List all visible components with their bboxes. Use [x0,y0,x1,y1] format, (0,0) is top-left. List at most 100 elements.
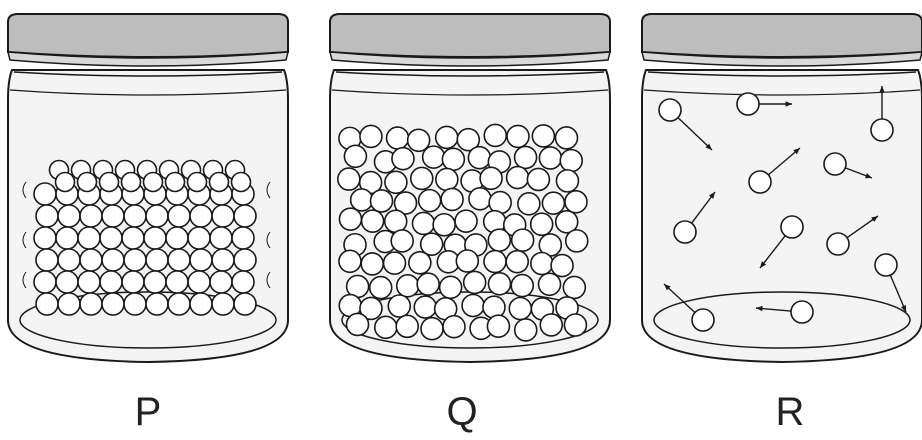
particle [385,171,407,193]
particle [565,191,587,213]
jar-body [642,70,922,362]
particle [80,293,102,315]
particle [56,227,78,249]
particle [375,316,397,338]
particle [468,147,490,169]
particle [36,249,58,271]
particle [436,126,458,148]
particle [34,183,56,205]
particle [80,205,102,227]
particle [443,316,465,338]
particle [190,205,212,227]
particle [34,271,56,293]
jar-lid [8,14,288,57]
particle [511,275,533,297]
particle [78,271,100,293]
particle [692,309,714,331]
particle [564,314,586,336]
particle [392,148,414,170]
jar-r [642,14,922,362]
particle [58,249,80,271]
jar-label-p: P [108,388,188,436]
particle [488,273,510,295]
particle [124,249,146,271]
particle [360,125,382,147]
particle [387,127,409,149]
particle [344,145,366,167]
particle [102,249,124,271]
particle [58,293,80,315]
particle [527,168,549,190]
particle [456,250,478,272]
particle [146,249,168,271]
particle [563,276,585,298]
particle [188,271,210,293]
particle [78,227,100,249]
particle [540,314,562,336]
particle [484,251,506,273]
particle [124,293,146,315]
particle [515,319,537,341]
particle [532,125,554,147]
jar-q [330,14,610,362]
particle [397,275,419,297]
particle [168,249,190,271]
particle [409,252,431,274]
particle [423,146,445,168]
particle [188,173,207,192]
particle [212,249,234,271]
particle [351,189,373,211]
particle [507,167,529,189]
particle [462,294,484,316]
particle [100,271,122,293]
particle [36,293,58,315]
particle [210,271,232,293]
jar-lid [330,14,610,57]
particle [234,249,256,271]
particle [146,205,168,227]
particle [34,227,56,249]
particle [144,173,163,192]
particle [506,251,528,273]
particle [384,252,406,274]
particle [124,205,146,227]
particle [791,301,813,323]
particle [555,127,577,149]
particle [551,255,573,277]
particle [347,313,369,335]
particle [370,277,392,299]
particle [542,192,564,214]
particle [455,210,477,232]
particle [100,227,122,249]
particle [464,271,486,293]
jar-label-q: Q [422,388,502,436]
particle [166,173,185,192]
particle [539,147,561,169]
particle [871,119,893,141]
particle [512,229,534,251]
particle [122,173,141,192]
particle [441,188,463,210]
particle [36,205,58,227]
particle [232,173,251,192]
particle [414,296,436,318]
particle [419,190,441,212]
particle [385,210,407,232]
particle [232,271,254,293]
particle [146,293,168,315]
particle [168,293,190,315]
particle [539,273,561,295]
jar-label-r: R [750,388,830,436]
particle [469,188,491,210]
particle [487,315,509,337]
particle [122,271,144,293]
particle [824,153,846,175]
particle [518,193,540,215]
particle [234,205,256,227]
particle [421,318,443,340]
particle [531,213,553,235]
particle [442,148,464,170]
particle [484,124,506,146]
particle [210,173,229,192]
jar-lid [642,14,922,57]
